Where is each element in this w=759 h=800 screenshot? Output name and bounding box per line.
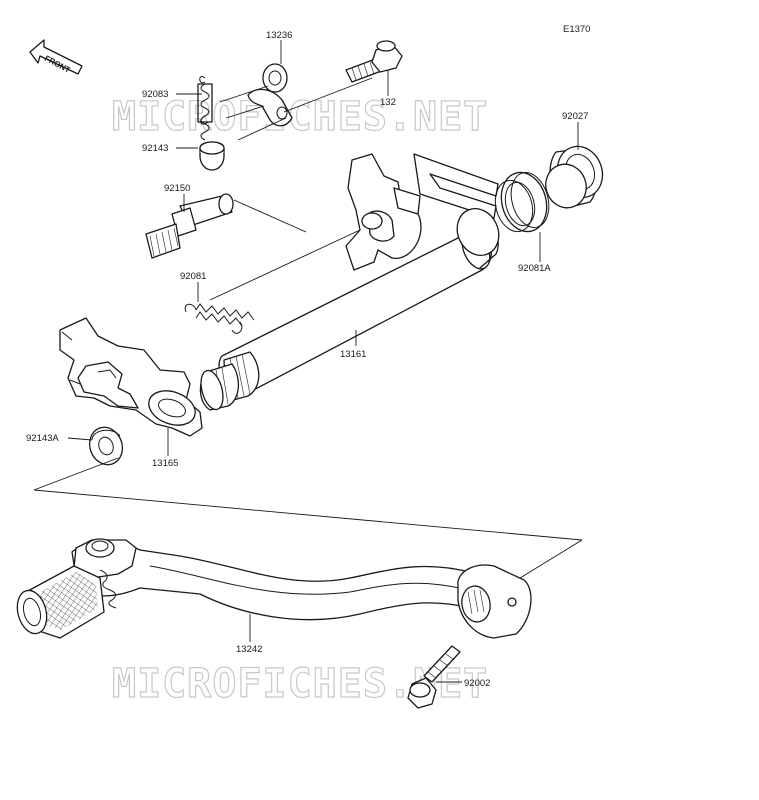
leader-132-b (237, 77, 373, 141)
assembly-line-left (33, 457, 119, 491)
leader-92143A (67, 437, 93, 441)
label-132[interactable]: 132 (380, 97, 396, 108)
part-13242-pedal (16, 538, 532, 639)
leader-92150-shaft (233, 199, 307, 233)
assembly-line-bottom (33, 489, 583, 541)
label-92081A[interactable]: 92081A (518, 263, 551, 274)
part-13165-plate (59, 317, 203, 437)
part-92143A-washer (88, 426, 124, 466)
part-92150-stud (145, 193, 234, 259)
part-92027-collar (545, 145, 604, 209)
front-arrow-icon: FRONT (29, 39, 83, 75)
leader-92081-shaft (209, 229, 361, 301)
label-92083[interactable]: 92083 (142, 89, 168, 100)
part-13236-bracket (247, 63, 293, 127)
part-shift-arm (345, 153, 422, 271)
watermark-top: MICROFICHES.NET (112, 94, 488, 140)
part-13161-shaft (199, 208, 500, 411)
label-13236[interactable]: 13236 (266, 30, 292, 41)
label-13165[interactable]: 13165 (152, 458, 178, 469)
label-92143A[interactable]: 92143A (26, 433, 59, 444)
label-13161[interactable]: 13161 (340, 349, 366, 360)
part-92081-spring (184, 303, 255, 334)
part-92002-bolt (407, 645, 461, 709)
part-132-bolt (345, 40, 403, 83)
label-13242[interactable]: 13242 (236, 644, 262, 655)
label-92081[interactable]: 92081 (180, 271, 206, 282)
label-92143[interactable]: 92143 (142, 143, 168, 154)
part-92083-spring (197, 76, 213, 141)
part-92143-collar (199, 141, 225, 171)
assembly-line-right (519, 539, 583, 579)
part-92081A-spring (413, 153, 550, 233)
label-92002[interactable]: 92002 (464, 678, 490, 689)
label-92150[interactable]: 92150 (164, 183, 190, 194)
leader-92083-b (219, 85, 269, 119)
diagram-code: E1370 (563, 24, 590, 35)
label-92027[interactable]: 92027 (562, 111, 588, 122)
